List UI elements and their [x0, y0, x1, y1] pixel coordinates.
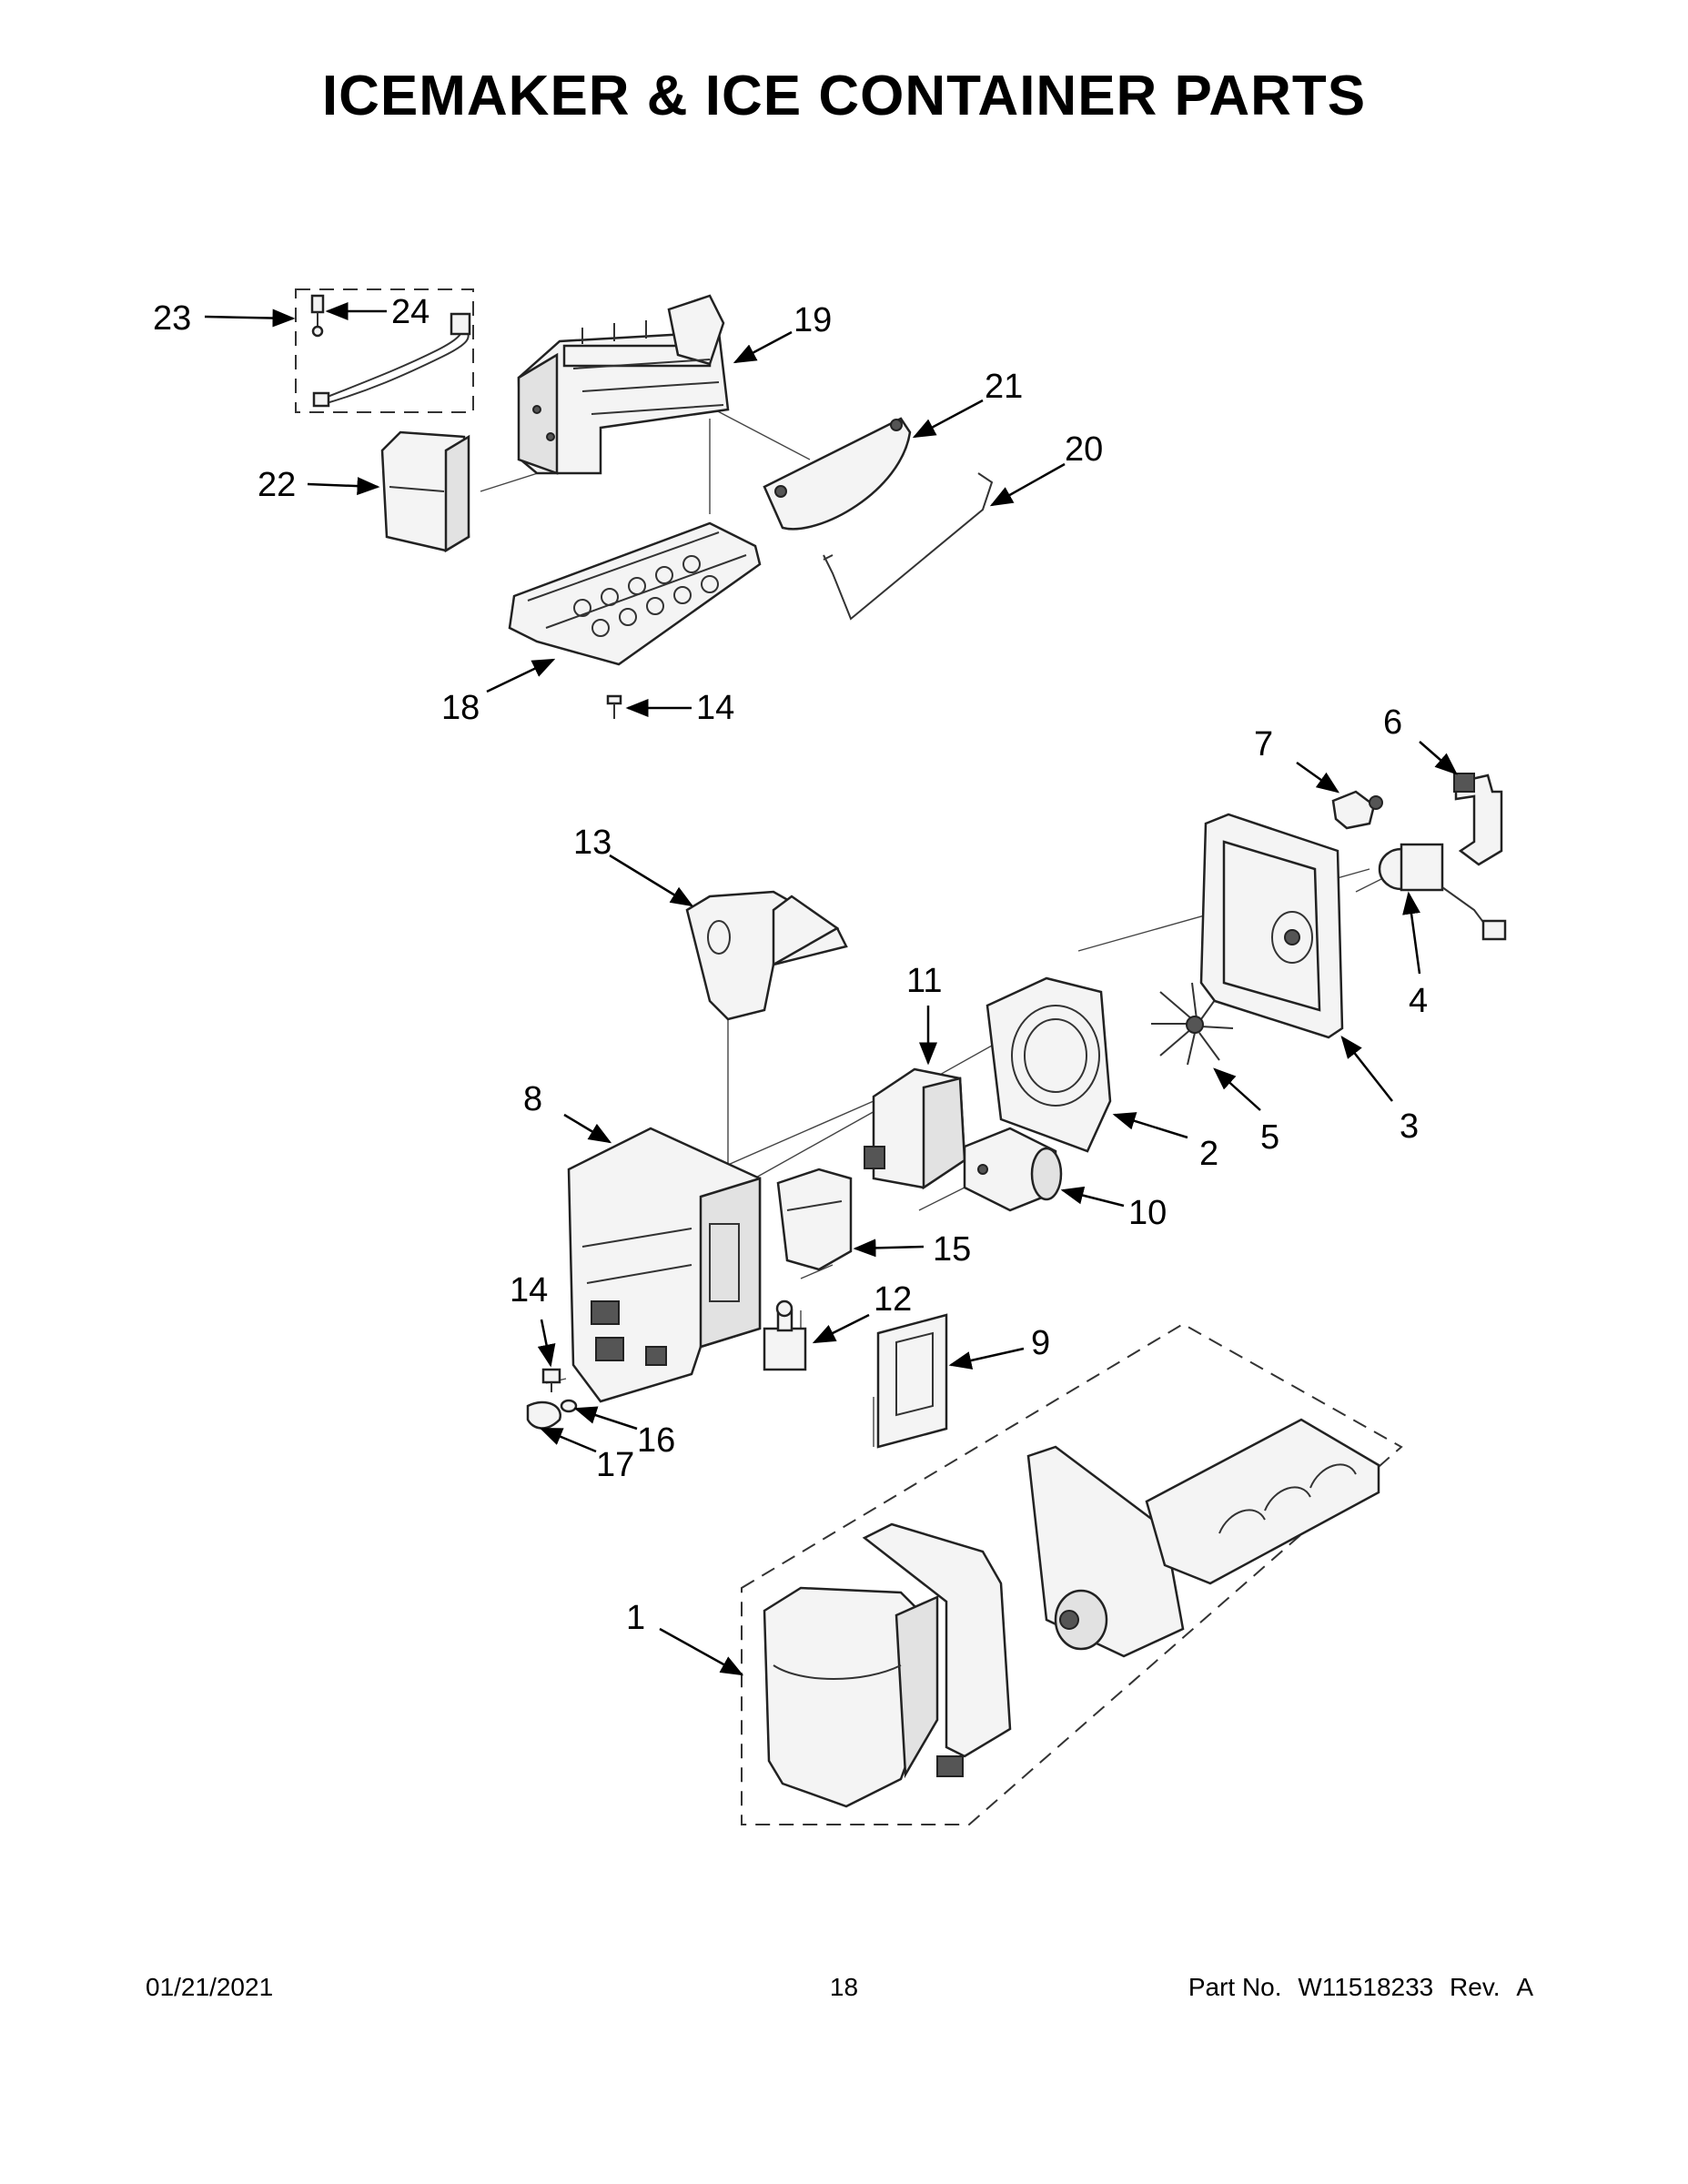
- callout-24-label: 24: [391, 293, 430, 331]
- callout-6-label: 6: [1383, 703, 1402, 742]
- callout-9-label: 9: [1031, 1324, 1050, 1362]
- callout-2: 2: [1112, 1112, 1218, 1173]
- footer-page-number: 18: [829, 1973, 859, 2001]
- part-icemaker-tray: [508, 521, 762, 666]
- callout-22: 22: [258, 466, 380, 504]
- callout-8-label: 8: [523, 1080, 542, 1118]
- part-wire-harness: [312, 312, 471, 408]
- callout-2-label: 2: [1199, 1135, 1218, 1173]
- callout-9: 9: [948, 1324, 1050, 1370]
- harness-group-box: [295, 288, 474, 413]
- callout-24: 24: [325, 293, 430, 331]
- part-thermistor: [310, 294, 325, 338]
- callout-17-label: 17: [596, 1446, 634, 1484]
- callout-8: 8: [523, 1080, 612, 1144]
- part-icemaker: [517, 294, 730, 475]
- part-shutoff-arm: [763, 417, 912, 531]
- callout-7-label: 7: [1254, 725, 1273, 763]
- callout-13: 13: [573, 824, 694, 907]
- callout-14-lower-label: 14: [510, 1271, 548, 1309]
- part-gasket-plate: [876, 1313, 948, 1449]
- callout-23-label: 23: [153, 299, 191, 338]
- callout-22-label: 22: [258, 466, 296, 504]
- part-solenoid: [763, 1299, 807, 1371]
- callout-7: 7: [1254, 725, 1340, 794]
- callout-1: 1: [626, 1599, 744, 1676]
- callout-15: 15: [853, 1230, 971, 1269]
- callout-1-label: 1: [626, 1599, 645, 1637]
- callout-18: 18: [441, 658, 556, 727]
- callout-10-label: 10: [1128, 1194, 1167, 1232]
- callout-4-label: 4: [1409, 982, 1428, 1020]
- callout-19-label: 19: [793, 301, 832, 339]
- callout-23: 23: [153, 299, 296, 338]
- callout-21: 21: [912, 368, 1023, 439]
- callout-19: 19: [733, 301, 832, 364]
- part-ice-container-body: [1026, 1418, 1380, 1658]
- callout-11: 11: [906, 962, 942, 1066]
- callout-5: 5: [1213, 1067, 1279, 1157]
- part-fan-motor: [1378, 843, 1507, 941]
- callout-16-label: 16: [637, 1421, 675, 1460]
- callout-18-label: 18: [441, 689, 480, 727]
- callout-14-top-label: 14: [696, 689, 734, 727]
- part-dispenser-housing: [567, 1127, 762, 1403]
- footer-part-number: Part No. W11518233 Rev. A: [1188, 1973, 1533, 2002]
- part-auger-motor: [963, 1127, 1063, 1212]
- part-air-duct: [685, 890, 848, 1021]
- callout-17: 17: [539, 1427, 634, 1484]
- callout-21-label: 21: [985, 368, 1023, 406]
- callout-15-label: 15: [933, 1230, 971, 1269]
- callout-3: 3: [1340, 1036, 1419, 1146]
- footer-date: 01/21/2021: [146, 1973, 274, 2001]
- part-solenoid-bracket: [776, 1168, 853, 1271]
- part-screw-lower: [541, 1368, 561, 1392]
- part-no-label: Part No.: [1188, 1973, 1282, 2001]
- ice-container-group-box: [741, 1322, 1403, 1825]
- part-motor-bracket-small: [1331, 790, 1383, 830]
- part-bail-wire: [823, 472, 994, 621]
- callout-5-label: 5: [1260, 1118, 1279, 1157]
- part-clip: [526, 1400, 561, 1430]
- callout-12: 12: [812, 1280, 912, 1344]
- callout-6: 6: [1383, 703, 1458, 775]
- callout-14-lower: 14: [510, 1271, 556, 1368]
- callout-20: 20: [989, 430, 1103, 507]
- callout-3-label: 3: [1400, 1107, 1419, 1146]
- part-screw-top: [606, 694, 622, 719]
- rev-label: Rev.: [1450, 1973, 1501, 2001]
- callout-16: 16: [573, 1406, 675, 1460]
- rev-value: A: [1516, 1973, 1533, 2001]
- callout-20-label: 20: [1065, 430, 1103, 469]
- callout-4: 4: [1402, 891, 1428, 1020]
- callout-11-label: 11: [906, 962, 942, 1000]
- part-motor-bracket: [1453, 773, 1503, 866]
- part-auger-motor-housing: [864, 1067, 966, 1190]
- part-no-value: W11518233: [1298, 1973, 1434, 2001]
- page-title: ICEMAKER & ICE CONTAINER PARTS: [321, 65, 1367, 127]
- callout-12-label: 12: [874, 1280, 912, 1319]
- callout-10: 10: [1060, 1186, 1167, 1232]
- part-fan-housing: [1199, 813, 1344, 1039]
- part-fan-shroud: [986, 976, 1112, 1153]
- part-fan-blade: [1151, 982, 1234, 1066]
- part-icemaker-cover: [380, 430, 470, 553]
- callout-14-top: 14: [625, 689, 734, 727]
- part-washer: [560, 1399, 578, 1413]
- callout-13-label: 13: [573, 824, 612, 862]
- part-ice-container-front: [763, 1522, 1012, 1808]
